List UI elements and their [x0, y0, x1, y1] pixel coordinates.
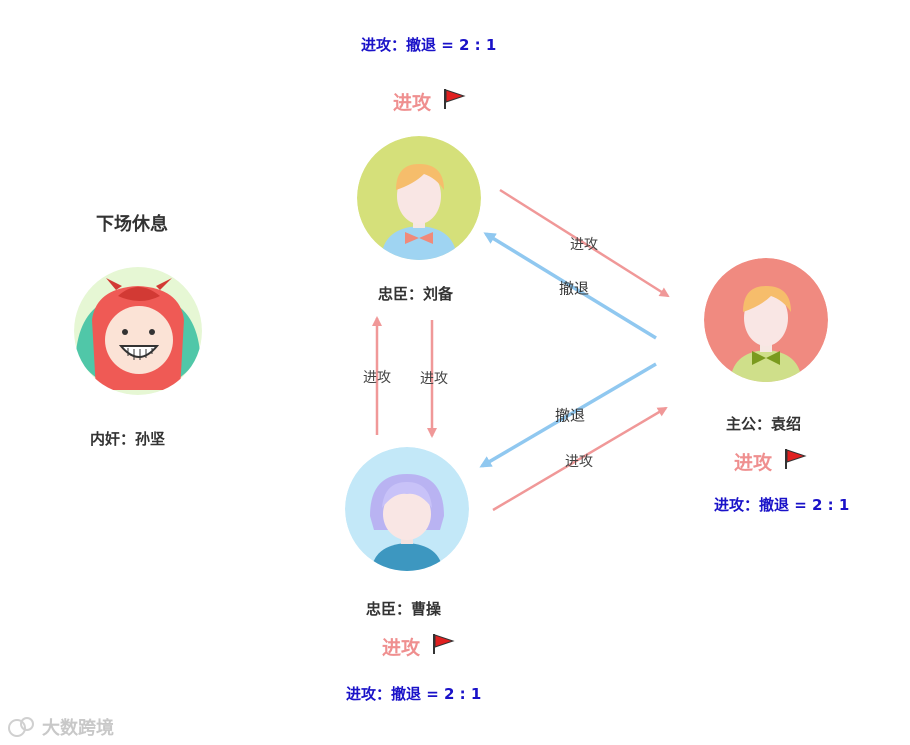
- edge-label-liubei-to-yuanshao: 进攻: [570, 234, 598, 254]
- watermark: 大数跨境: [8, 714, 114, 740]
- edge-label-caocao-to-liubei: 进攻: [363, 367, 391, 387]
- flag-icon: [785, 449, 805, 469]
- liubei-avatar: [357, 136, 481, 262]
- edge-label-yuanshao-to-caocao: 撤退: [555, 405, 585, 426]
- flag-icon: [433, 634, 453, 654]
- caocao-name: 忠臣：曹操: [366, 598, 441, 619]
- caocao-avatar: [345, 447, 469, 574]
- edge-label-caocao-to-yuanshao: 进攻: [565, 451, 593, 471]
- liubei-name: 忠臣：刘备: [378, 283, 453, 304]
- bench-title: 下场休息: [96, 210, 168, 236]
- edge-label-liubei-to-caocao: 进攻: [420, 368, 448, 388]
- yuanshao-avatar: [704, 258, 828, 384]
- yuanshao-name: 主公：袁绍: [726, 413, 801, 434]
- flag-icon: [444, 89, 464, 109]
- caocao-status: 进攻: [382, 633, 420, 660]
- watermark-text: 大数跨境: [42, 714, 114, 740]
- edge-label-yuanshao-to-liubei: 撤退: [559, 278, 589, 299]
- logo-icon: [8, 717, 38, 737]
- caocao-ratio: 进攻：撤退 = 2 : 1: [346, 683, 481, 704]
- bench-name: 内奸：孙坚: [90, 428, 165, 449]
- sunjian-avatar: [72, 265, 206, 399]
- yuanshao-status: 进攻: [734, 448, 772, 475]
- liubei-status: 进攻: [393, 88, 431, 115]
- yuanshao-ratio: 进攻：撤退 = 2 : 1: [714, 494, 849, 515]
- yuanshao-status-label: 进攻: [734, 448, 772, 475]
- caocao-status-label: 进攻: [382, 633, 420, 660]
- liubei-ratio: 进攻：撤退 = 2 : 1: [361, 34, 496, 55]
- liubei-status-label: 进攻: [393, 88, 431, 115]
